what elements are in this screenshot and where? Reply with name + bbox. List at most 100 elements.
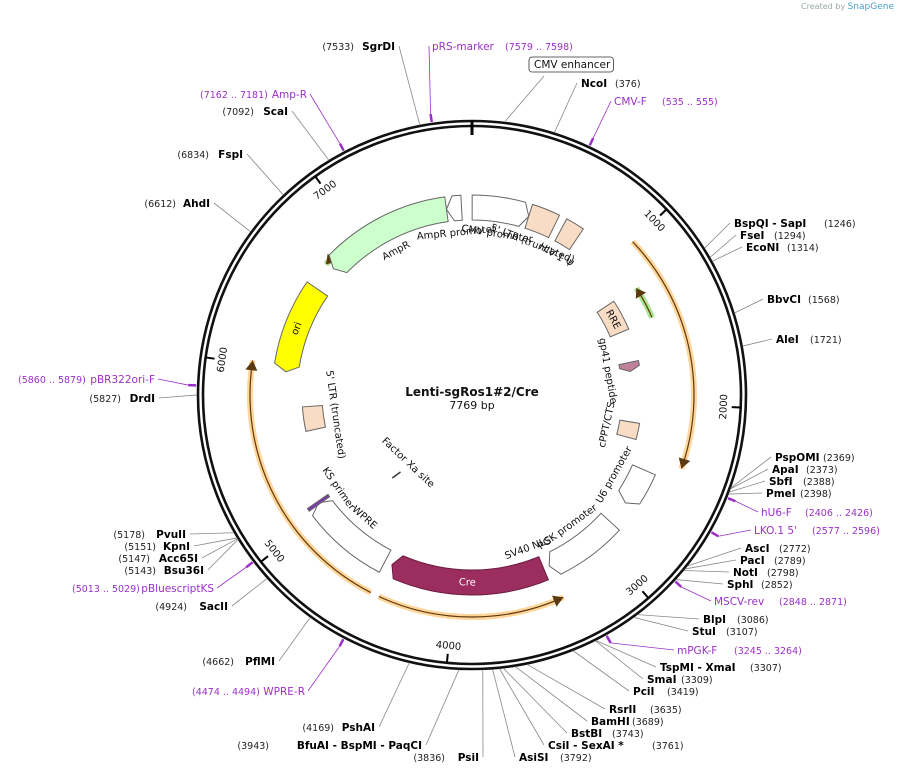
site-acc65i[interactable]: Acc65I(5147) — [118, 553, 198, 565]
site-name: FseI — [740, 230, 764, 242]
site-position: (3635) — [650, 705, 682, 716]
site-stui[interactable]: StuI (3107) — [692, 626, 758, 638]
site-position: (5178) — [113, 530, 145, 541]
site-bstbi[interactable]: BstBI(3743) — [571, 728, 644, 740]
site-name: BamHI — [591, 716, 630, 728]
site-ncoi[interactable]: NcoI(376) — [581, 78, 641, 90]
site-leader-ahdi — [213, 202, 251, 233]
site-pshai[interactable]: PshAI(4169) — [302, 722, 375, 734]
site-leader-sgrdi — [398, 45, 421, 126]
site-position: (1721) — [810, 335, 842, 346]
site-bsu36i[interactable]: Bsu36I(5143) — [124, 565, 204, 577]
site-asci[interactable]: AscI(2772) — [745, 543, 811, 555]
primer-hu6-f[interactable]: hU6-F(2406 .. 2426) — [727, 497, 873, 519]
primer-pbr322ori-f[interactable]: pBR322ori-F(5860 .. 5879) — [18, 374, 197, 387]
boxed-label-cmv-enhancer[interactable]: CMV enhancer — [505, 56, 614, 122]
site-sgrdi[interactable]: SgrDI(7533) — [322, 41, 395, 53]
site-noti[interactable]: NotI(2798) — [733, 567, 799, 579]
site-name: AscI — [745, 543, 770, 555]
site-position: (6612) — [144, 199, 176, 210]
primer-pbluescriptks[interactable]: pBluescriptKS(5013 .. 5029) — [72, 561, 254, 595]
site-name: StuI — [692, 626, 716, 638]
site-smai[interactable]: SmaI(3309) — [647, 674, 713, 686]
site-blpi[interactable]: BlpI(3086) — [703, 614, 769, 626]
feature-rre[interactable]: RRE — [596, 300, 630, 338]
feature-cppt-cts[interactable]: cPPT/CTS — [597, 401, 641, 449]
site-name: BspQI - SapI — [734, 218, 806, 230]
site-bspqi-sapi[interactable]: BspQI - SapI(1246) — [734, 218, 856, 230]
site-alei[interactable]: AleI(1721) — [776, 334, 842, 346]
feature-ori[interactable]: ori — [274, 281, 329, 373]
backbone — [196, 119, 748, 671]
site-name: PflMI — [245, 656, 275, 668]
primer-name: CMV-F — [614, 96, 647, 108]
primer-mpgk-f[interactable]: mPGK-F(3245 .. 3264) — [605, 635, 802, 657]
site-ahdi[interactable]: AhdI(6612) — [144, 198, 210, 210]
primer-wpre-r[interactable]: WPRE-R(4474 .. 4494) — [192, 638, 345, 698]
site-psii[interactable]: PsiI(3836) — [413, 752, 479, 764]
site-leader-rsrii — [526, 664, 606, 710]
site-apai[interactable]: ApaI(2373) — [772, 464, 838, 476]
feature-gp41-peptide[interactable]: gp41 peptide — [596, 337, 640, 405]
site-name: AsiSI — [519, 752, 548, 764]
primer-prs-marker[interactable]: pRS-marker(7579 .. 7598) — [428, 41, 573, 123]
site-leader-pflmi — [278, 617, 311, 662]
primer-lko-1-5[interactable]: LKO.1 5'(2577 .. 2596) — [710, 525, 880, 538]
primer-cmv-f[interactable]: CMV-F(535 .. 555) — [588, 96, 718, 146]
tick-5000 — [260, 555, 269, 563]
site-position: (3419) — [667, 687, 699, 698]
site-leader-alei — [742, 338, 773, 347]
site-pspomi[interactable]: PspOMI(2369) — [775, 452, 855, 464]
site-pcii[interactable]: PciI(3419) — [633, 686, 699, 698]
site-csii-sexai[interactable]: CsiI - SexAI * (3761) — [548, 740, 684, 752]
site-pvuii[interactable]: PvuII(5178) — [113, 529, 186, 541]
arc-green-1 — [633, 286, 655, 319]
site-position: (3107) — [726, 627, 758, 638]
primer-amp-r[interactable]: Amp-R(7162 .. 7181) — [200, 89, 345, 152]
site-name: CsiI - SexAI * — [548, 740, 624, 752]
site-pmei[interactable]: PmeI(2398) — [766, 488, 832, 500]
plasmid-size: 7769 bp — [449, 399, 494, 412]
site-position: (7092) — [222, 107, 254, 118]
plasmid-name: Lenti-sgRos1#2/Cre — [405, 385, 539, 399]
site-leader-tspmi-xmai — [595, 640, 657, 668]
site-sphi[interactable]: SphI(2852) — [727, 579, 793, 591]
primer-range: (2848 .. 2871) — [779, 597, 847, 608]
site-paci[interactable]: PacI(2789) — [740, 555, 806, 567]
site-fsei[interactable]: FseI(1294) — [740, 230, 806, 242]
tick-label-2000: 2000 — [718, 394, 730, 420]
primer-mscv-rev[interactable]: MSCV-rev (2848 .. 2871) — [674, 580, 847, 608]
site-asisi[interactable]: AsiSI(3792) — [519, 752, 592, 764]
primer-name: pBluescriptKS — [141, 583, 214, 595]
primer-name: Amp-R — [272, 89, 307, 101]
site-name: NcoI — [581, 78, 607, 90]
feature-cre[interactable]: Cre — [391, 555, 550, 596]
feature-5-ltr-truncated-2[interactable]: 5' LTR (truncated) — [301, 370, 347, 460]
credit-brand: SnapGene — [847, 2, 894, 12]
site-position: (3307) — [750, 663, 782, 674]
site-kpni[interactable]: KpnI(5151) — [124, 541, 190, 553]
site-econi[interactable]: EcoNI(1314) — [746, 242, 819, 254]
site-bamhi[interactable]: BamHI(3689) — [591, 716, 664, 728]
site-sbfi[interactable]: SbfI(2388) — [769, 476, 835, 488]
site-bfuai-bspmi-paqci[interactable]: BfuAI - BspMI - PaqCI(3943) — [237, 740, 422, 752]
feature-factor-xa-site[interactable]: Factor Xa site — [379, 436, 436, 491]
site-pflmi[interactable]: PflMI(4662) — [202, 656, 275, 668]
site-drdi[interactable]: DrdI(5827) — [89, 393, 155, 405]
primer-name: LKO.1 5' — [754, 525, 797, 537]
site-sacii[interactable]: SacII(4924) — [155, 601, 228, 613]
site-position: (3761) — [652, 741, 684, 752]
site-leader-bfuai-bspmi-paqci — [425, 669, 460, 746]
restriction-sites: SgrDI(7533) ScaI(7092) FspI(6834) AhdI(6612… — [89, 41, 855, 764]
site-tspmi-xmai[interactable]: TspMI - XmaI(3307) — [660, 662, 782, 674]
feature-u6-promoter[interactable]: U6 promoter — [594, 444, 657, 505]
site-scai[interactable]: ScaI(7092) — [222, 106, 288, 118]
site-leader-asci — [687, 547, 742, 567]
tick-label-4000: 4000 — [435, 640, 461, 653]
feature-label-ori: ori — [290, 321, 305, 337]
primer-name: MSCV-rev — [714, 596, 764, 608]
site-fspi[interactable]: FspI(6834) — [177, 149, 243, 161]
site-bbvci[interactable]: BbvCI(1568) — [767, 294, 840, 306]
site-rsrii[interactable]: RsrII(3635) — [609, 704, 682, 716]
feature-label-5-ltr-truncated-2: 5' LTR (truncated) — [323, 370, 347, 460]
